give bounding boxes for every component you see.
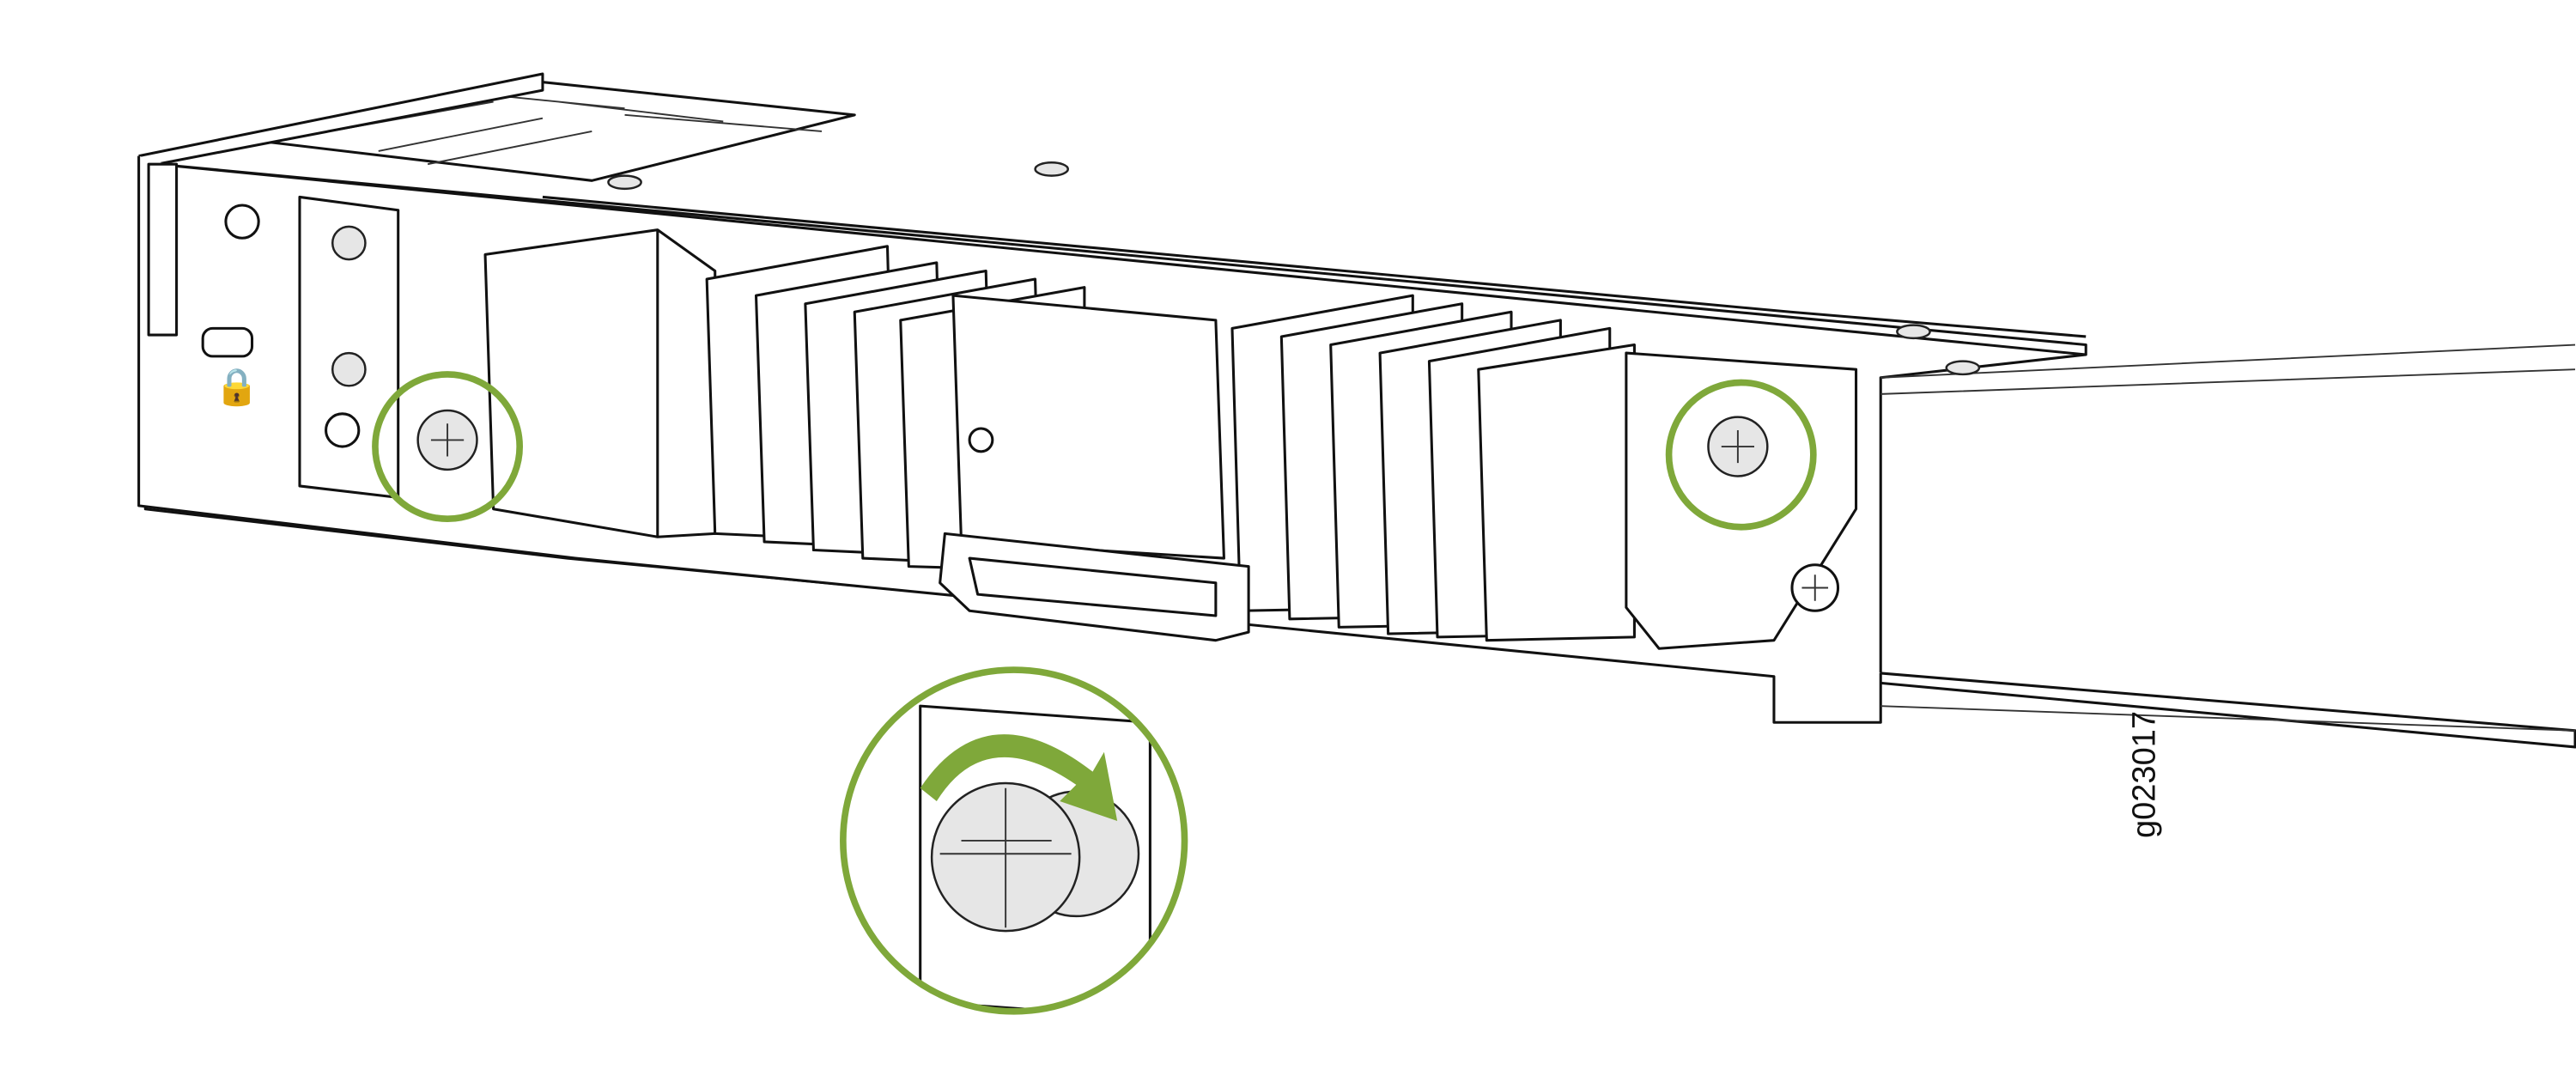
clockwise-arrow-icon (920, 734, 1118, 821)
captive-screw-right (1665, 379, 1817, 531)
figure-id-text: g023017 (2126, 711, 2163, 838)
center-handle (939, 294, 1250, 642)
captive-screw-left (372, 371, 524, 523)
top-vents (246, 81, 856, 182)
module-right (1625, 351, 1858, 650)
module-left (483, 228, 717, 538)
ground-icon (325, 412, 361, 448)
highlight-circle (372, 371, 524, 523)
highlight-circle (1665, 379, 1817, 531)
figure-id-label: g023017 (2126, 697, 2163, 852)
highlight-circle (840, 666, 1188, 1015)
captive-screw-detail (840, 666, 1188, 1015)
lock-icon: 🔒 (215, 366, 259, 408)
lock-slot (201, 326, 254, 358)
hole-icon (224, 204, 260, 240)
